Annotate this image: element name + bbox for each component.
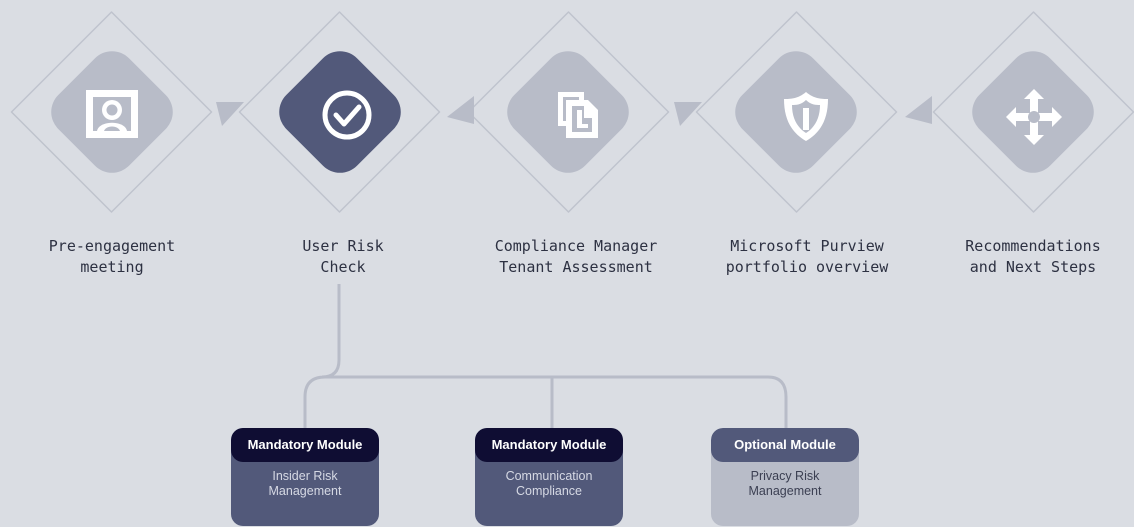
module-card-communication-compliance[interactable]: Mandatory Module Communication Complianc…: [475, 428, 623, 526]
step-outline-5: [932, 11, 1134, 213]
step-label-purview-overview: Microsoft Purview portfolio overview: [725, 237, 889, 276]
step-outline-1: [10, 11, 213, 213]
module-heading: Mandatory Module: [231, 428, 379, 462]
module-title: Privacy Risk Management: [748, 469, 822, 498]
step-outline-group: [10, 11, 1134, 213]
step-outline-4: [695, 11, 898, 213]
step-outline-2: [238, 11, 441, 213]
step-label-user-risk-check: User Risk Check: [302, 237, 384, 276]
step-outline-3: [467, 11, 670, 213]
step-label-recommendations: Recommendations and Next Steps: [965, 237, 1101, 276]
shield-icon: [784, 92, 828, 141]
module-card-insider-risk[interactable]: Mandatory Module Insider Risk Management: [231, 428, 379, 526]
module-heading: Mandatory Module: [475, 428, 623, 462]
arrow-right-icon: [447, 96, 474, 124]
check-circle-icon: [322, 90, 372, 140]
module-heading: Optional Module: [711, 428, 859, 462]
arrow-right-icon: [905, 96, 932, 124]
documents-icon: [558, 92, 598, 138]
arrow-right-icon: [216, 102, 244, 126]
move-arrows-icon: [1006, 89, 1062, 145]
module-connector: [303, 284, 788, 428]
arrow-right-icon: [674, 102, 702, 126]
user-badge-icon: [86, 90, 138, 138]
module-card-privacy-risk[interactable]: Optional Module Privacy Risk Management: [711, 428, 859, 526]
module-title: Communication Compliance: [505, 469, 593, 498]
arrow-group: [216, 96, 932, 126]
step-node-user-risk-check[interactable]: [269, 41, 410, 182]
step-label-compliance-manager: Compliance Manager Tenant Assessment: [494, 237, 658, 276]
step-label-pre-engagement: Pre-engagement meeting: [48, 237, 176, 276]
module-title: Insider Risk Management: [268, 469, 342, 498]
